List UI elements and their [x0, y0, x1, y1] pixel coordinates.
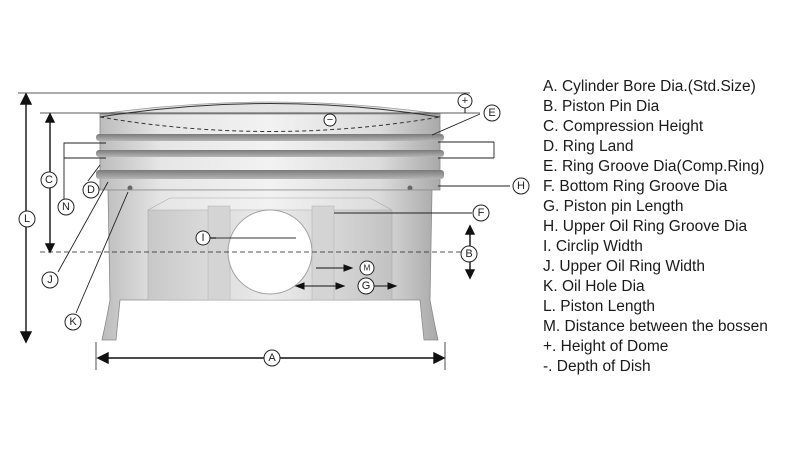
legend-item: J. Upper Oil Ring Width: [543, 258, 705, 275]
legend-list: A. Cylinder Bore Dia.(Std.Size) B. Pisto…: [543, 77, 768, 377]
callout-j: J: [47, 274, 53, 286]
callout-m: M: [364, 264, 371, 273]
callout-e: E: [488, 107, 495, 119]
legend-item: -. Depth of Dish: [543, 358, 651, 375]
legend-item: C. Compression Height: [543, 118, 704, 135]
legend-item: K. Oil Hole Dia: [543, 278, 645, 295]
legend-item: B. Piston Pin Dia: [543, 98, 660, 115]
callout-a: A: [268, 352, 276, 364]
legend-item: A. Cylinder Bore Dia.(Std.Size): [543, 78, 756, 95]
legend-item: F. Bottom Ring Groove Dia: [543, 178, 728, 195]
callout-n: N: [62, 201, 70, 213]
callout-c: C: [45, 174, 53, 186]
callout-h: H: [517, 180, 525, 192]
piston-diagram: A B C D E F G H I J K L M N + −: [18, 92, 530, 370]
callout-l: L: [24, 213, 30, 225]
callout-b: B: [465, 248, 472, 260]
callout-minus: −: [327, 114, 333, 126]
legend-item: G. Piston pin Length: [543, 198, 684, 215]
callout-g: G: [362, 280, 371, 292]
legend-item: M. Distance between the bossen: [543, 318, 768, 335]
callout-plus: +: [462, 95, 468, 107]
legend-item: D. Ring Land: [543, 138, 634, 155]
piston-body: [96, 101, 444, 341]
callout-k: K: [69, 316, 77, 328]
legend-item: I. Circlip Width: [543, 238, 643, 255]
legend-item: E. Ring Groove Dia(Comp.Ring): [543, 158, 765, 175]
callout-f: F: [478, 207, 485, 219]
legend-item: L. Piston Length: [543, 298, 656, 315]
callout-d: D: [87, 184, 95, 196]
legend-item: +. Height of Dome: [543, 338, 669, 355]
callout-i: I: [201, 232, 204, 244]
legend-item: H. Upper Oil Ring Groove Dia: [543, 218, 748, 235]
